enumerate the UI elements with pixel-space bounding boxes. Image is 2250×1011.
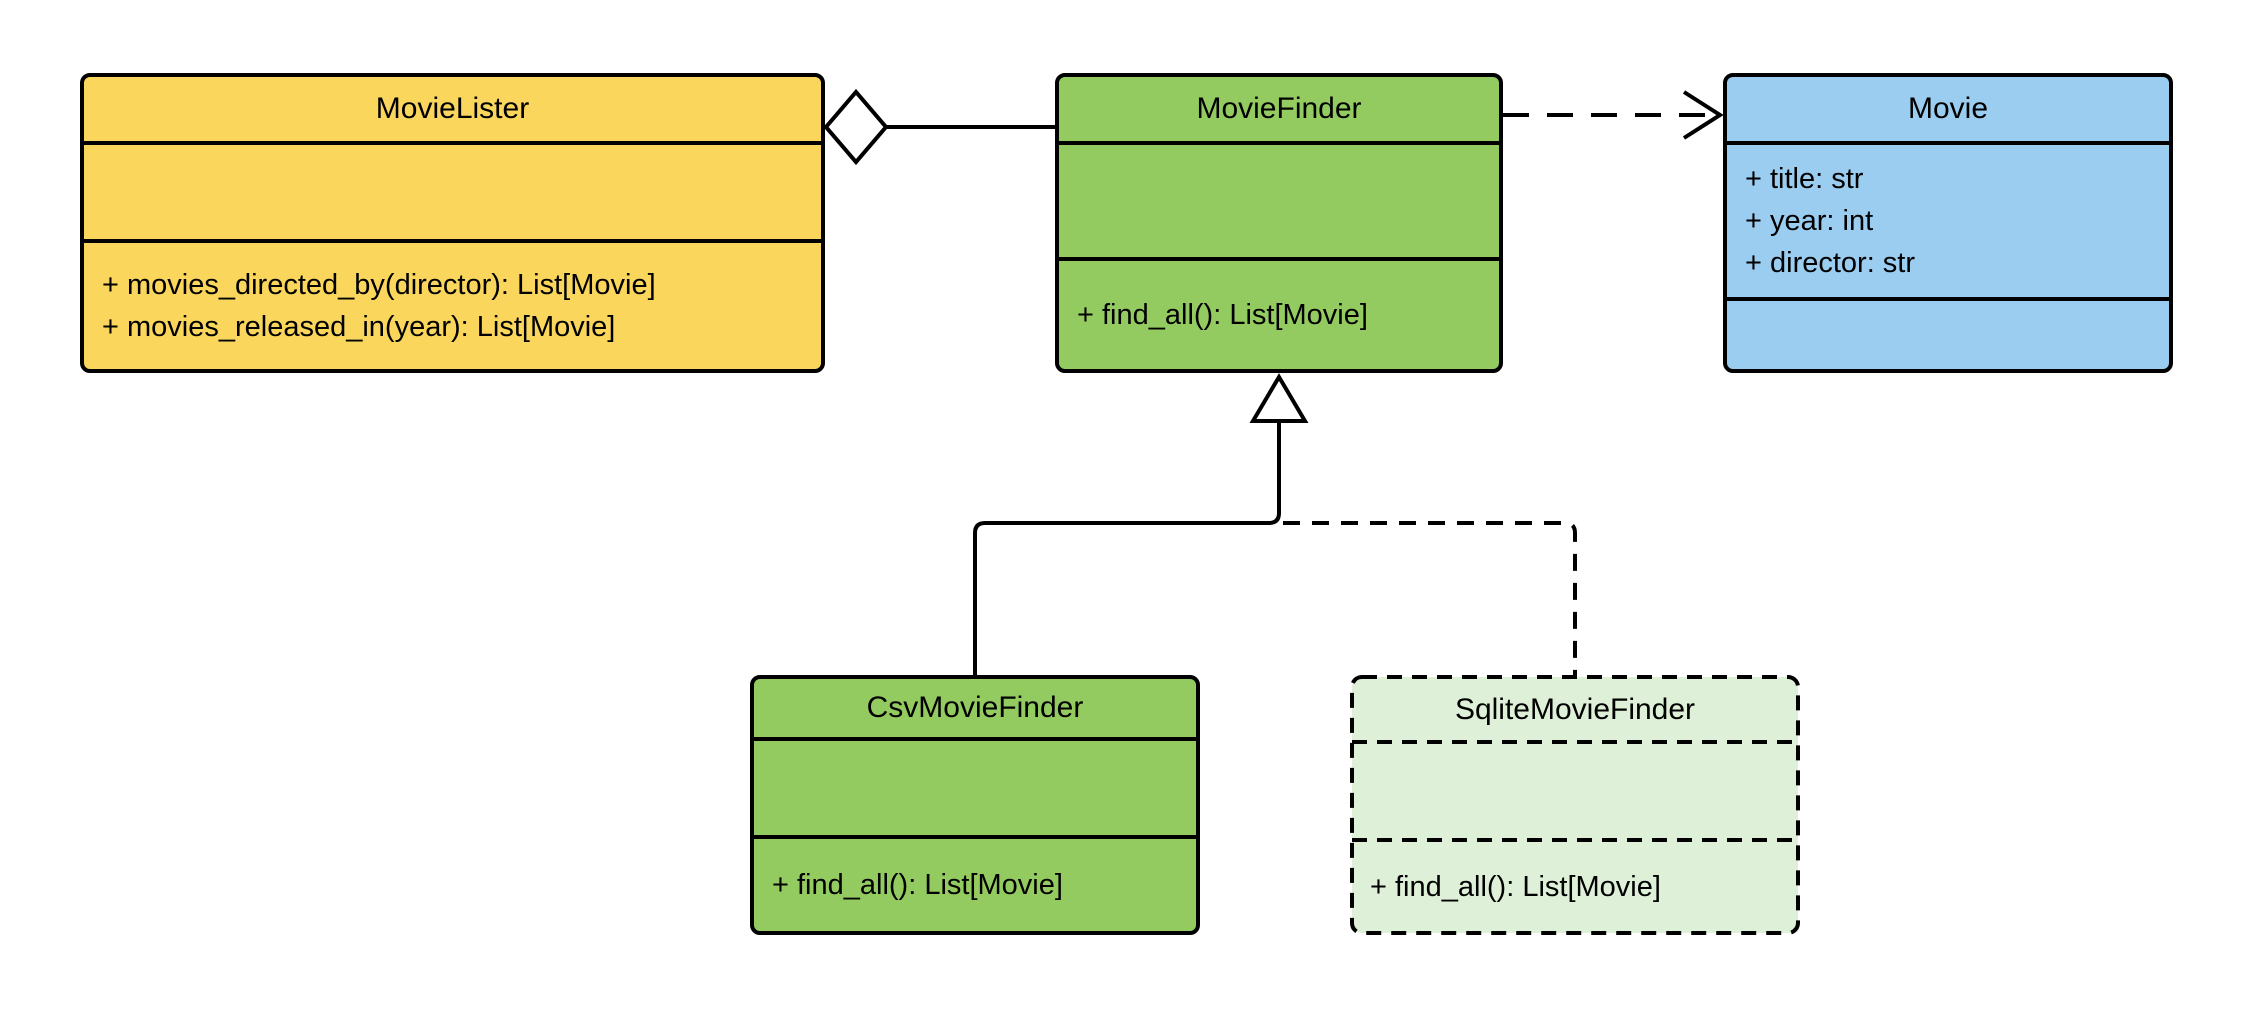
methods-section: + find_all(): List[Movie]: [754, 839, 1196, 931]
methods-section: + movies_directed_by(director): List[Mov…: [84, 243, 821, 369]
method: + movies_directed_by(director): List[Mov…: [102, 269, 656, 301]
generalization-sqlite-moviefinder: [1283, 521, 1577, 677]
attributes-section: [754, 741, 1196, 839]
attribute: + director: str: [1745, 247, 1916, 279]
class-movielister[interactable]: MovieLister + movies_directed_by(directo…: [80, 73, 825, 373]
class-title: MovieFinder: [1059, 77, 1499, 145]
dependency-moviefinder-movie: [1503, 90, 1724, 140]
class-moviefinder[interactable]: MovieFinder + find_all(): List[Movie]: [1055, 73, 1503, 373]
class-title: MovieLister: [84, 77, 821, 145]
dependency-arrowhead-icon: [1682, 90, 1724, 140]
class-movie[interactable]: Movie + title: str + year: int + directo…: [1723, 73, 2173, 373]
method: + find_all(): List[Movie]: [772, 869, 1063, 901]
method: + movies_released_in(year): List[Movie]: [102, 311, 616, 343]
methods-section: [1727, 301, 2169, 369]
class-title: Movie: [1727, 77, 2169, 145]
method: + find_all(): List[Movie]: [1077, 299, 1368, 331]
methods-section: + find_all(): List[Movie]: [1059, 261, 1499, 369]
generalization-csv-moviefinder: [973, 373, 1309, 675]
class-sqlitemoviefinder[interactable]: SqliteMovieFinder + find_all(): List[Mov…: [1352, 677, 1798, 933]
class-title: CsvMovieFinder: [754, 679, 1196, 741]
attributes-section: [84, 145, 821, 243]
aggregation-diamond-icon: [823, 88, 889, 166]
attributes-section: + title: str + year: int + director: str: [1727, 145, 2169, 301]
class-title: SqliteMovieFinder: [1454, 692, 1696, 726]
inheritance-triangle-icon: [1249, 373, 1309, 423]
attribute: + title: str: [1745, 163, 1864, 195]
attribute: + year: int: [1745, 205, 1874, 237]
aggregation-movielister-moviefinder: [823, 88, 1055, 166]
method: + find_all(): List[Movie]: [1370, 870, 1661, 903]
attributes-section: [1352, 742, 1798, 840]
class-csvmoviefinder[interactable]: CsvMovieFinder + find_all(): List[Movie]: [750, 675, 1200, 935]
methods-section: + find_all(): List[Movie]: [1352, 840, 1798, 933]
attributes-section: [1059, 145, 1499, 261]
